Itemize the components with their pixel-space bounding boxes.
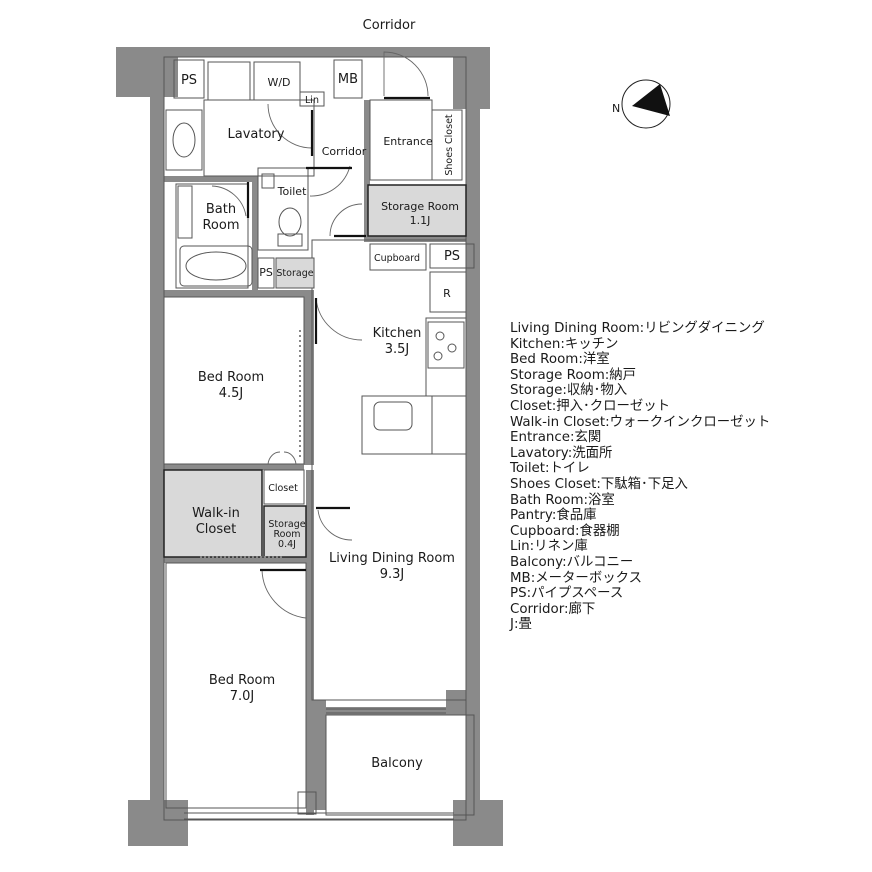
bed1-name: Bed Room xyxy=(198,370,264,385)
compass-label: N xyxy=(612,102,620,115)
bath-label-1: Bath xyxy=(206,202,236,217)
toilet-room xyxy=(257,167,309,251)
legend-item: Closet:押入･クローゼット xyxy=(510,398,671,414)
storage-room-2 xyxy=(263,505,307,558)
upper-rooms xyxy=(165,59,475,313)
ldr-size: 9.3J xyxy=(380,567,405,582)
compass-icon: N xyxy=(612,79,671,129)
cupboard-box xyxy=(369,243,427,271)
ps-box-2 xyxy=(429,243,475,269)
ps-box-1 xyxy=(173,59,205,99)
corridor-inner-label: Corridor xyxy=(322,145,367,158)
balcony-label: Balcony xyxy=(371,756,423,771)
ldr-name: Living Dining Room xyxy=(329,551,455,566)
kitchen-name: Kitchen xyxy=(373,326,422,341)
kitchen-sink-icon xyxy=(373,401,413,431)
island-counter xyxy=(361,395,467,455)
legend-item: Pantry:食品庫 xyxy=(510,508,597,524)
legend-item: Bed Room:洋室 xyxy=(510,352,610,368)
entrance-door-icon xyxy=(383,51,429,97)
legend-item: Kitchen:キッチン xyxy=(510,336,619,352)
toilet-bowl-icon xyxy=(278,207,302,237)
bath-label-2: Room xyxy=(202,218,239,233)
lavatory-label: Lavatory xyxy=(228,127,285,142)
legend-item: MB:メーターボックス xyxy=(510,570,642,586)
legend-item: Balcony:バルコニー xyxy=(510,554,634,570)
legend-item: Entrance:玄関 xyxy=(510,430,602,446)
legend: Living Dining Room:リビングダイニング Kitchen:キッチ… xyxy=(510,321,770,633)
wic-label-2: Closet xyxy=(196,522,237,537)
ps-label-1: PS xyxy=(181,73,197,88)
kitchen-size: 3.5J xyxy=(385,342,410,357)
corridor-top-label: Corridor xyxy=(363,18,416,33)
bathtub-icon xyxy=(179,245,253,287)
wd-label: W/D xyxy=(267,76,290,89)
storage-small-label: Storage xyxy=(276,268,313,279)
stove-icon xyxy=(427,321,465,369)
sink-icon xyxy=(172,122,196,158)
fridge-label: R xyxy=(443,287,451,300)
mb-box xyxy=(333,59,363,99)
legend-item: Storage Room:納戸 xyxy=(510,367,637,383)
linen-box xyxy=(299,91,325,107)
legend-item: Lavatory:洗面所 xyxy=(510,445,613,461)
legend-item: J:畳 xyxy=(510,617,532,633)
legend-item: Storage:収納･物入 xyxy=(510,383,628,399)
bath-room xyxy=(175,183,249,289)
closet-box xyxy=(263,469,305,505)
vanity xyxy=(165,109,203,171)
closet-label: Closet xyxy=(268,483,298,494)
wash-basin xyxy=(207,61,251,101)
storage-small-box xyxy=(275,257,315,289)
kitchen-counter xyxy=(361,317,467,455)
lin-label: Lin xyxy=(305,95,319,106)
bed2-size: 7.0J xyxy=(230,689,255,704)
legend-item: Toilet:トイレ xyxy=(510,461,590,477)
fridge-box xyxy=(429,271,467,313)
room-labels: Corridor PS W/D MB Lin Lavatory Corridor… xyxy=(181,18,460,771)
bed2-name: Bed Room xyxy=(209,673,275,688)
legend-item: Walk-in Closet:ウォークインクローゼット xyxy=(510,414,771,430)
legend-item: PS:パイプスペース xyxy=(510,586,624,602)
legend-item: Cupboard:食器棚 xyxy=(510,523,620,539)
cupboard-label: Cupboard xyxy=(374,253,420,264)
ps-box-3 xyxy=(257,257,275,289)
ps-label-3: PS xyxy=(259,266,273,279)
mb-label: MB xyxy=(338,72,358,87)
legend-item: Corridor:廊下 xyxy=(510,601,596,617)
storage2-label-c: 0.4J xyxy=(278,539,296,550)
entrance-label: Entrance xyxy=(383,135,433,148)
toilet-tank-icon xyxy=(261,173,275,189)
storage2-label-b: Room xyxy=(273,529,300,540)
middle-left xyxy=(163,330,317,815)
storage-room-1-size: 1.1J xyxy=(410,214,431,227)
doors xyxy=(211,51,430,619)
stove-counter xyxy=(425,317,467,397)
legend-item: Living Dining Room:リビングダイニング xyxy=(510,321,765,336)
legend-item: Lin:リネン庫 xyxy=(510,539,588,555)
storage-room-1 xyxy=(367,184,467,237)
bed1-size: 4.5J xyxy=(219,386,244,401)
legend-item: Shoes Closet:下駄箱･下足入 xyxy=(510,476,688,492)
storage-room-1-name: Storage Room xyxy=(381,200,459,213)
storage2-label-a: Storage xyxy=(268,519,305,530)
legend-item: Bath Room:浴室 xyxy=(510,492,615,508)
shoes-closet-box xyxy=(431,109,463,181)
ps-label-2: PS xyxy=(444,249,460,264)
toilet-label: Toilet xyxy=(277,185,307,198)
shoes-closet-label: Shoes Closet xyxy=(444,114,455,176)
wic-label-1: Walk-in xyxy=(192,506,240,521)
